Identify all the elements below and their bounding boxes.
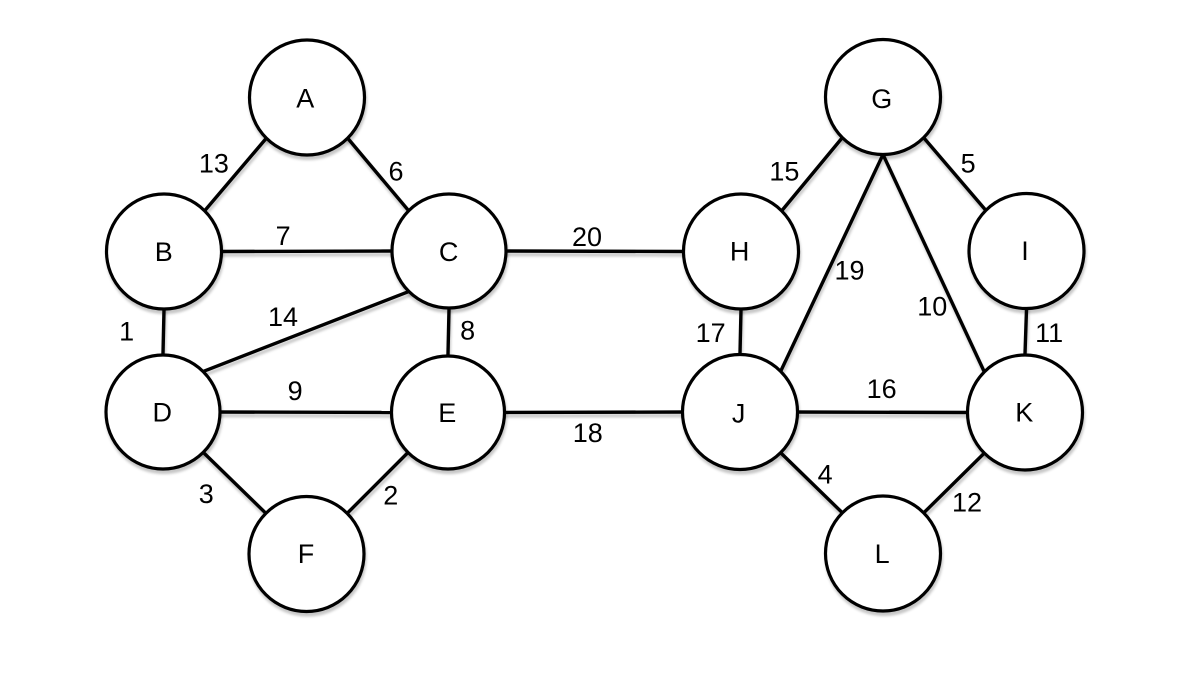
- svg-text:1: 1: [119, 316, 134, 346]
- svg-text:H: H: [730, 236, 750, 266]
- svg-text:J: J: [732, 398, 746, 428]
- svg-text:14: 14: [268, 302, 298, 332]
- svg-text:D: D: [152, 398, 172, 428]
- svg-text:13: 13: [199, 149, 229, 179]
- svg-text:3: 3: [199, 479, 214, 509]
- svg-text:5: 5: [961, 149, 976, 179]
- svg-text:7: 7: [276, 221, 291, 251]
- svg-text:17: 17: [696, 318, 726, 348]
- svg-text:11: 11: [1035, 318, 1063, 348]
- svg-text:9: 9: [288, 376, 303, 406]
- svg-text:16: 16: [867, 374, 897, 404]
- svg-text:15: 15: [769, 157, 799, 187]
- svg-text:G: G: [871, 84, 892, 114]
- svg-text:B: B: [155, 237, 173, 267]
- svg-text:6: 6: [388, 157, 403, 187]
- svg-text:F: F: [298, 539, 315, 569]
- svg-text:L: L: [875, 539, 890, 569]
- svg-text:2: 2: [383, 481, 398, 511]
- svg-text:4: 4: [818, 459, 833, 489]
- svg-text:18: 18: [573, 418, 603, 448]
- svg-text:10: 10: [917, 291, 947, 321]
- svg-text:I: I: [1021, 236, 1029, 266]
- svg-text:20: 20: [572, 222, 602, 252]
- svg-text:12: 12: [952, 488, 982, 518]
- svg-text:19: 19: [834, 256, 864, 286]
- svg-text:E: E: [438, 398, 456, 428]
- svg-text:K: K: [1015, 397, 1033, 427]
- svg-text:A: A: [296, 84, 314, 114]
- svg-text:C: C: [439, 237, 459, 267]
- svg-text:8: 8: [460, 316, 475, 346]
